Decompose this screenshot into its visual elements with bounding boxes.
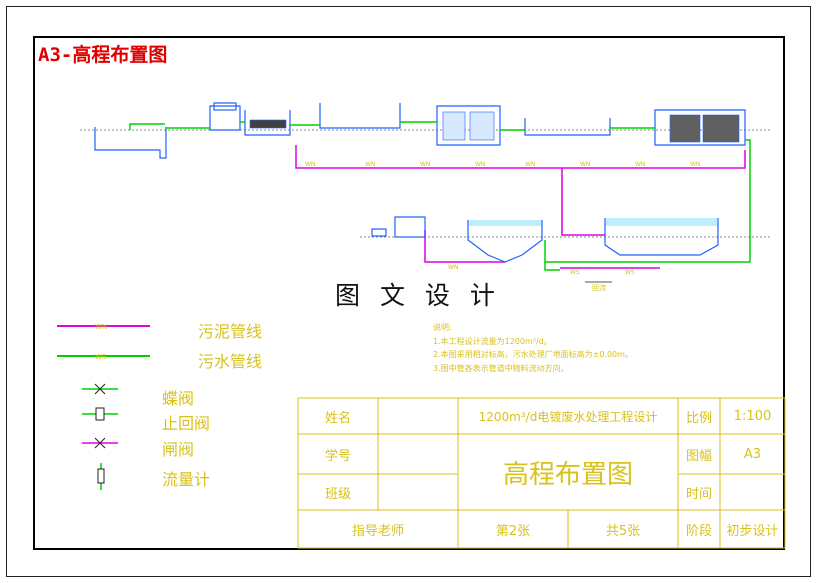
legend-sludge-label: 污泥管线 <box>198 322 263 341</box>
tb-sheet-no: 第2张 <box>495 523 531 539</box>
tb-drawing-title: 高程布置图 <box>502 459 633 490</box>
tb-time-label: 时间 <box>685 486 712 502</box>
tb-size-value: A3 <box>743 446 762 462</box>
pipe-tags: WN WN WN WN WN WN WN WN WN WS WS <box>305 161 700 276</box>
drawing-frame <box>33 36 785 550</box>
legend-butterfly-valve-label: 蝶阀 <box>162 389 195 408</box>
tb-size-label: 图幅 <box>685 448 712 464</box>
legend-water-label: 污水管线 <box>198 352 263 371</box>
pipe-tag: WN <box>580 161 590 168</box>
tb-sheet-total: 共5张 <box>605 523 641 539</box>
equipment-fill <box>249 111 740 143</box>
water-line-top <box>129 121 751 263</box>
pipe-tag: WN <box>448 264 458 271</box>
treatment-units-bottom <box>371 216 719 263</box>
water-line-bottom <box>544 262 560 271</box>
legend-check-valve-label: 止回阀 <box>162 414 211 433</box>
sludge-line <box>295 145 746 269</box>
tb-scale-value: 1:100 <box>733 408 772 424</box>
tb-advisor-label: 指导老师 <box>351 523 404 539</box>
legend-graphics: WN WS <box>57 323 150 490</box>
pipe-tag: WN <box>305 161 315 168</box>
tb-class-label: 班级 <box>324 486 351 502</box>
note-line: 1.本工程设计流量为1200m³/d。 <box>433 336 552 346</box>
pipe-tag: WN <box>525 161 535 168</box>
sheet-title: A3-高程布置图 <box>38 44 168 66</box>
notes-heading: 说明: <box>433 323 452 332</box>
center-caption: 图 文 设 计 <box>335 281 501 310</box>
tb-stage-label: 阶段 <box>685 523 712 539</box>
tank-water <box>469 218 717 226</box>
pipe-tag: WN <box>365 161 375 168</box>
legend-gate-valve-label: 闸阀 <box>162 440 195 459</box>
legend-water-tag: WS <box>95 353 107 361</box>
tb-scale-label: 比例 <box>685 410 712 426</box>
drawing-sheet <box>6 6 811 577</box>
legend-sludge-tag: WN <box>95 323 107 331</box>
pipe-tag: WN <box>420 161 430 168</box>
gate-valve-icon <box>82 437 118 449</box>
tb-name-label: 姓名 <box>324 410 351 426</box>
note-line: 2.本图采用相对标高，污水处理厂地面标高为±0.00m。 <box>433 350 633 359</box>
butterfly-valve-icon <box>82 383 118 395</box>
pipe-tag: WS <box>625 269 635 276</box>
title-block-grid <box>297 397 786 549</box>
note-line: 3.图中管各表示管道中物料流动方向。 <box>433 363 569 373</box>
flow-meter-icon <box>97 463 105 490</box>
flow-label: 回流 <box>592 283 606 292</box>
pipe-tag: WS <box>570 269 580 276</box>
legend-flow-meter-label: 流量计 <box>162 470 211 489</box>
check-valve-icon <box>82 407 118 421</box>
pipe-tag: WN <box>635 161 645 168</box>
tb-project-title: 1200m³/d电镀废水处理工程设计 <box>478 409 658 424</box>
pipe-tag: WN <box>475 161 485 168</box>
design-notes: 说明: 1.本工程设计流量为1200m³/d。 2.本图采用相对标高，污水处理厂… <box>433 321 633 375</box>
pipe-tag: WN <box>690 161 700 168</box>
tb-id-label: 学号 <box>324 448 351 464</box>
ground-lines <box>80 129 770 238</box>
treatment-units-top <box>94 102 746 159</box>
tb-stage-value: 初步设计 <box>726 523 779 539</box>
